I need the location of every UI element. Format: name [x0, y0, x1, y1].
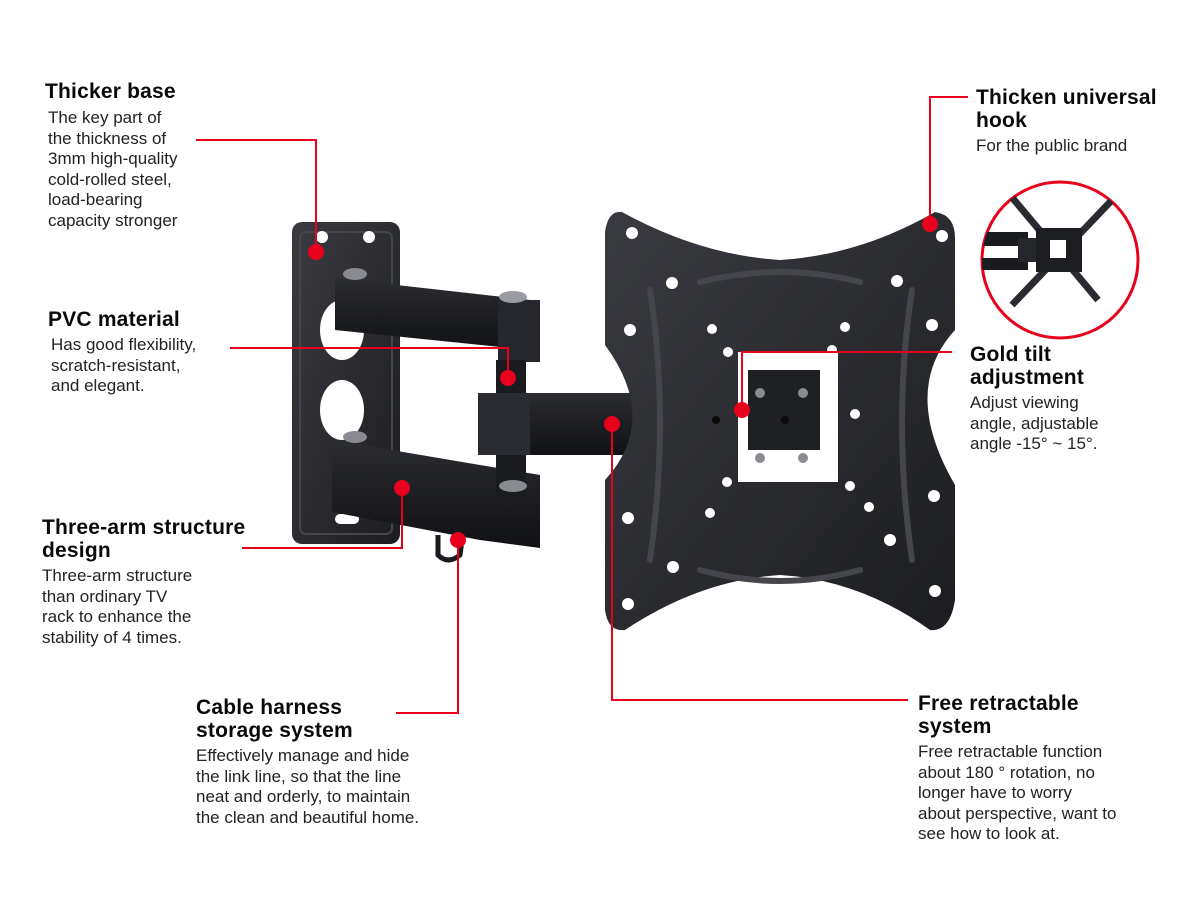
marker-cable-harness: [450, 532, 466, 548]
hook-inset: [980, 180, 1140, 340]
callout-gold-tilt: Gold tilt adjustment Adjust viewing angl…: [970, 343, 1099, 455]
callout-body: Free retractable function about 180 ° ro…: [918, 742, 1117, 843]
callout-pvc-material: PVC material Has good flexibility, scrat…: [48, 308, 196, 397]
callout-title: Three-arm structure design: [42, 516, 246, 562]
upper-arm: [335, 268, 540, 396]
lower-arm: [332, 431, 540, 563]
callout-title: Free retractable system: [918, 692, 1079, 738]
callout-body: For the public brand: [976, 136, 1128, 155]
marker-free-retractable: [604, 416, 620, 432]
leader-pvc-material: [230, 347, 509, 378]
callout-body: Has good flexibility, scratch-resistant,…: [51, 335, 197, 395]
callout-title: Thicker base: [45, 80, 176, 103]
leader-thicker-base: [196, 139, 317, 244]
callout-body: The key part of the thickness of 3mm hig…: [48, 108, 178, 230]
tv-plate: [605, 211, 955, 631]
callout-thicker-base: Thicker base The key part of the thickne…: [45, 80, 177, 231]
marker-three-arm: [394, 480, 410, 496]
callout-universal-hook: Thicken universal hook For the public br…: [976, 86, 1157, 157]
leader-universal-hook: [929, 96, 968, 224]
leader-gold-tilt: [741, 351, 952, 410]
leader-lines: [196, 96, 968, 714]
callout-title: Cable harness storage system: [196, 696, 353, 742]
leader-free-retractable: [611, 424, 908, 701]
callout-three-arm: Three-arm structure design Three-arm str…: [42, 516, 245, 648]
marker-pvc-material: [500, 370, 516, 386]
callout-body: Three-arm structure than ordinary TV rac…: [42, 566, 193, 647]
callout-cable-harness: Cable harness storage system Effectively…: [196, 696, 419, 828]
callout-body: Adjust viewing angle, adjustable angle -…: [970, 393, 1099, 453]
leader-three-arm: [242, 488, 403, 549]
callout-title: Gold tilt adjustment: [970, 343, 1085, 389]
marker-universal-hook: [922, 216, 938, 232]
marker-gold-tilt: [734, 402, 750, 418]
marker-dots: [308, 216, 938, 548]
callout-free-retractable: Free retractable system Free retractable…: [918, 692, 1116, 845]
callout-title: PVC material: [48, 308, 180, 331]
callout-title: Thicken universal hook: [976, 86, 1157, 132]
leader-cable-harness: [396, 540, 459, 714]
marker-thicker-base: [308, 244, 324, 260]
callout-body: Effectively manage and hide the link lin…: [196, 746, 420, 827]
